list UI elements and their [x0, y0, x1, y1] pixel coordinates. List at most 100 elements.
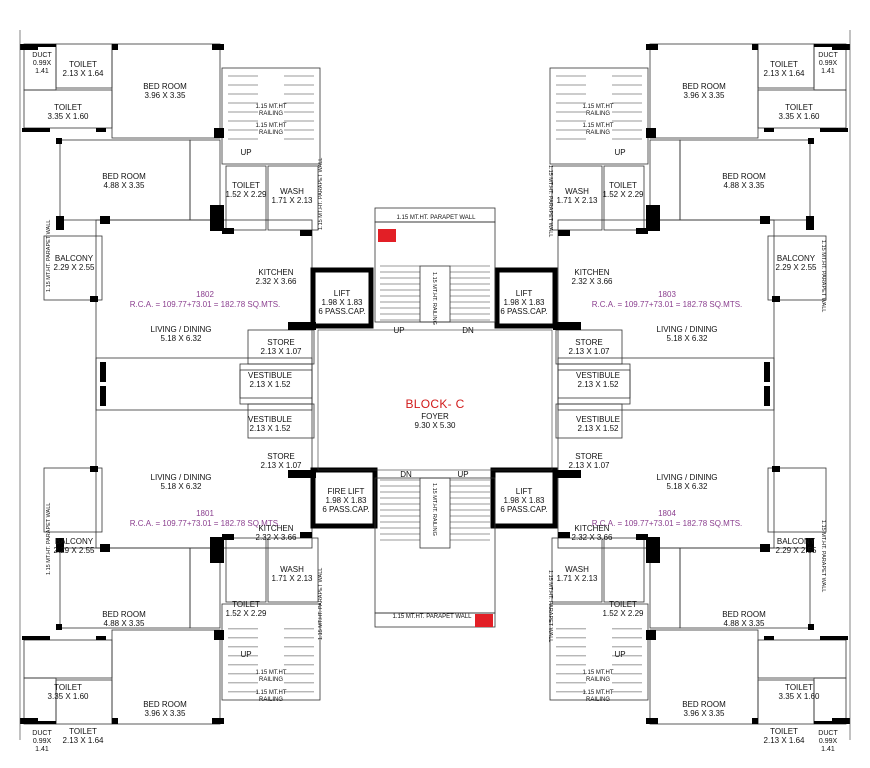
parapet-wall: [374, 612, 496, 628]
parapet-note: 1.15 MT.HT. PARAPET WALL: [392, 614, 472, 620]
wall-block: [764, 362, 770, 382]
wall-block: [808, 624, 814, 630]
wall-block: [760, 544, 770, 552]
wall-block: [820, 128, 848, 132]
wall-block: [100, 362, 106, 382]
room-outline: [221, 67, 321, 165]
wall-block: [212, 718, 224, 724]
wall-block: [808, 138, 814, 144]
wall-block: [764, 128, 774, 132]
wall-block: [646, 718, 658, 724]
wall-block: [210, 537, 224, 563]
wall-block: [112, 718, 118, 724]
wall-block: [806, 538, 814, 552]
wall-block: [288, 322, 316, 330]
wall-block: [222, 228, 234, 234]
room-outline: [95, 357, 313, 549]
wall-block: [832, 718, 850, 724]
wall-block: [56, 538, 64, 552]
wall-block: [96, 636, 106, 640]
wall-block: [814, 721, 832, 724]
wall-block: [38, 44, 56, 47]
room-outline: [111, 629, 221, 725]
parapet-note: 1.15 MT.HT. PARAPET WALL: [396, 215, 476, 221]
room-outline: [557, 219, 775, 411]
wall-block: [222, 534, 234, 540]
wall-block: [760, 216, 770, 224]
wall-block: [300, 230, 312, 236]
balcony-parapet-note: 1.15 MT.HT. PARAPET WALL: [820, 520, 826, 593]
wall-block: [90, 466, 98, 472]
wall-block: [806, 216, 814, 230]
wall-block: [212, 44, 224, 50]
room-outline: [111, 43, 221, 139]
room-outline: [221, 603, 321, 701]
balcony-parapet-note: 1.15 MT.HT. PARAPET WALL: [46, 219, 52, 292]
wall-block: [558, 230, 570, 236]
wall-block: [20, 44, 38, 50]
stair-dn-label: DN: [400, 470, 412, 479]
stair-well: [419, 265, 451, 323]
wall-block: [300, 532, 312, 538]
core-railing-note: 1.15 MT.HT. RAILING: [431, 483, 437, 536]
balcony-parapet-note: 1.15 MT.HT. PARAPET WALL: [46, 502, 52, 575]
block-title: BLOCK- C: [405, 397, 465, 411]
stair-up-label: UP: [240, 148, 252, 157]
fire-extinguisher-icon: [378, 229, 396, 242]
stair-up-label: UP: [240, 650, 252, 659]
wall-block: [646, 630, 656, 640]
foyer-outline: [317, 329, 553, 471]
room-outline: [267, 165, 319, 231]
wall-block: [96, 128, 106, 132]
wall-block: [38, 721, 56, 724]
core-railing-note: 1.15 MT.HT. RAILING: [431, 272, 437, 325]
room-outline: [225, 165, 267, 231]
wall-block: [56, 138, 62, 144]
stair-up-label: UP: [614, 650, 626, 659]
room-outline: [43, 467, 103, 533]
wall-block: [90, 296, 98, 302]
wall-block: [820, 636, 848, 640]
wall-block: [752, 718, 758, 724]
stair-well: [419, 477, 451, 549]
stair-up-label: UP: [457, 470, 469, 479]
